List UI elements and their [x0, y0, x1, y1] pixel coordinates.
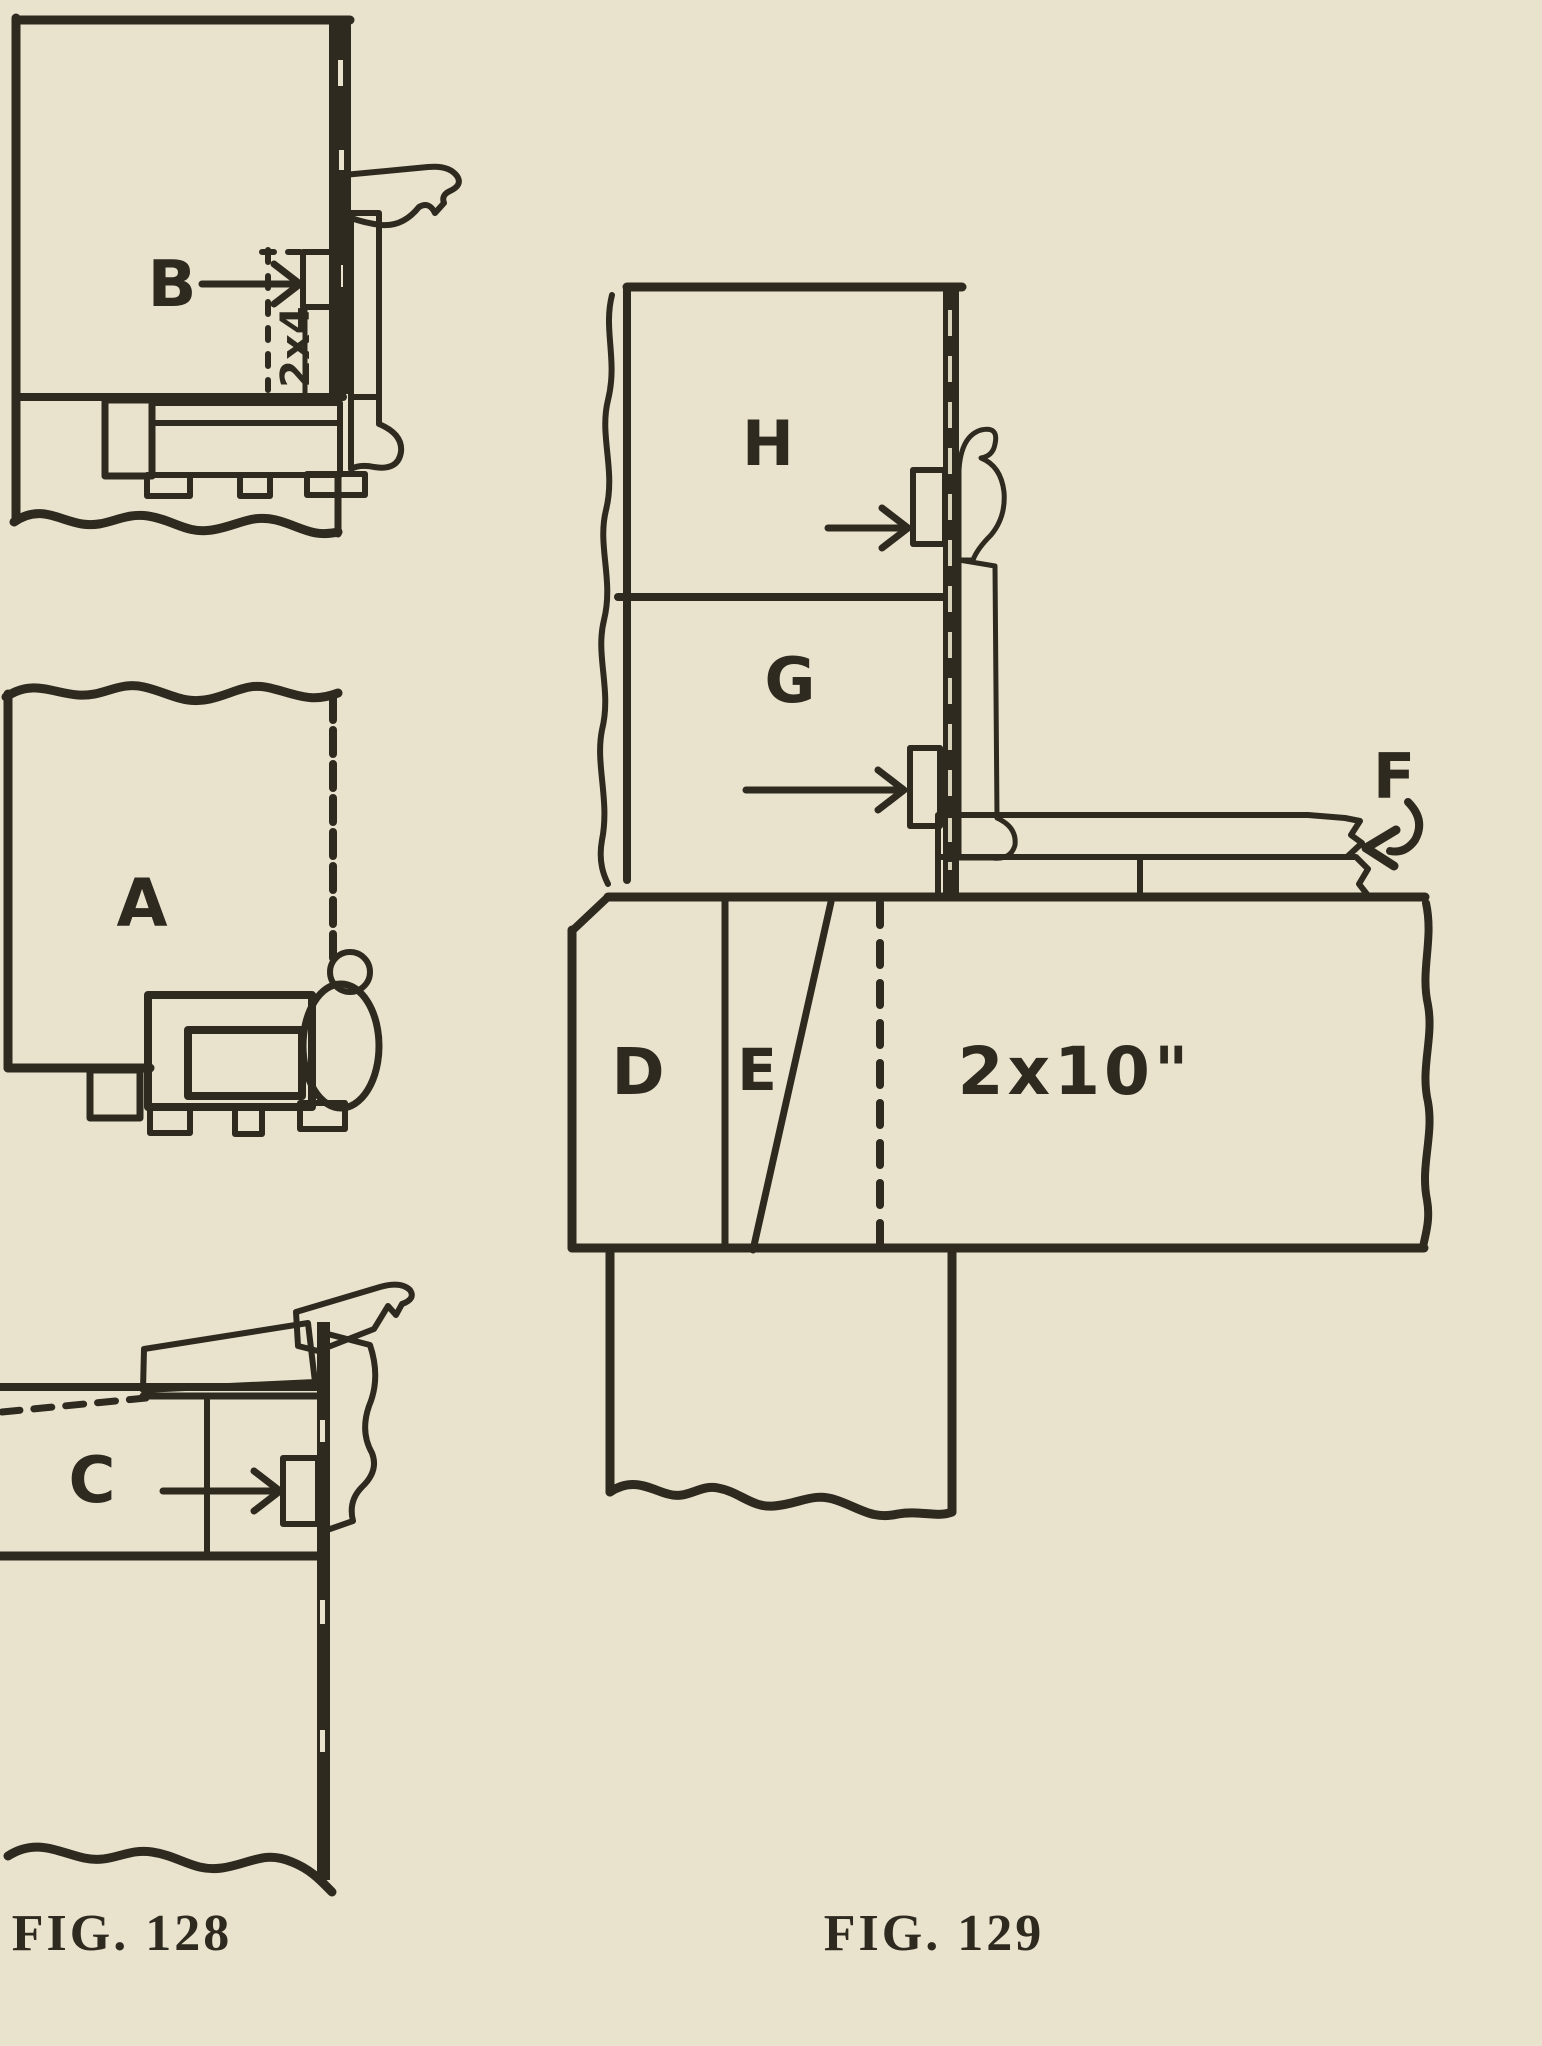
- sill-board: [140, 1320, 318, 1393]
- face-board-speckle: [338, 60, 343, 86]
- arrow-c-head: [250, 1467, 284, 1515]
- stop-block-c: [280, 1455, 321, 1527]
- arrow-g-head: [874, 766, 908, 814]
- head-trim-band: [149, 420, 343, 478]
- face-board-speckle: [339, 150, 344, 170]
- label-c: C: [69, 1444, 116, 1518]
- backband-molding: [956, 426, 1007, 563]
- caption-fig129: FIG. 129: [824, 1905, 1044, 1962]
- stop-tab: [237, 472, 273, 499]
- break-line: [3, 1842, 337, 1897]
- fig128-detail-c-drawing: C: [0, 1281, 415, 1897]
- label-b: B: [148, 248, 197, 322]
- fig129-drawing: H G F D E 2x10": [567, 282, 1434, 1521]
- casing-nose: [348, 394, 405, 472]
- outside-casing: [317, 1329, 379, 1532]
- frieze-board: [935, 854, 1373, 901]
- label-2x4: 2x4: [273, 306, 319, 387]
- head-jamb-block: [101, 396, 156, 480]
- arrow-b-head: [270, 260, 304, 308]
- molding-foot: [297, 1100, 348, 1132]
- face-board-speckle: [320, 1730, 325, 1752]
- arrow-f-head: [1361, 825, 1401, 871]
- break-line: [1, 681, 343, 706]
- arrow-h-head: [878, 504, 912, 552]
- fig128-detail-b-drawing: B 2x4: [9, 13, 462, 539]
- drip-cap: [293, 1281, 415, 1354]
- caption-fig128: FIG. 128: [12, 1905, 232, 1962]
- face-board-speckle: [320, 1420, 325, 1442]
- label-h: H: [742, 407, 794, 480]
- captions: FIG. 128 FIG. 129: [12, 1905, 1044, 1962]
- hidden-edge-dashed: [0, 1394, 150, 1416]
- label-a: A: [116, 865, 167, 942]
- joist-break-edge: [1419, 899, 1434, 1252]
- label-e: E: [737, 1036, 777, 1104]
- strip-end-face: [1306, 821, 1342, 851]
- molding-foot: [147, 1104, 193, 1136]
- molding-knob: [327, 949, 373, 995]
- label-d: D: [611, 1036, 664, 1110]
- rough-sheathing-edge: [597, 292, 615, 887]
- stop-block-b: [300, 249, 341, 310]
- stop-tab: [144, 472, 193, 499]
- label-g: G: [765, 644, 816, 717]
- fig128-detail-a-drawing: A: [1, 681, 383, 1137]
- scarf-splice-line: [749, 898, 835, 1254]
- back-block: [86, 1066, 144, 1122]
- box-molding-hollow: [184, 1026, 306, 1100]
- arrow-f-curve: [1386, 798, 1424, 856]
- stop-block-h: [910, 467, 948, 547]
- face-board-speckle: [320, 1600, 325, 1624]
- label-2x10: 2x10": [958, 1033, 1193, 1110]
- stop-block-g: [907, 745, 943, 829]
- joist-chamfer: [569, 893, 612, 934]
- outside-casing: [348, 210, 382, 400]
- molding-foot: [232, 1104, 265, 1137]
- break-line: [605, 1480, 957, 1521]
- break-line: [9, 509, 343, 539]
- box-molding-outer: [144, 991, 316, 1111]
